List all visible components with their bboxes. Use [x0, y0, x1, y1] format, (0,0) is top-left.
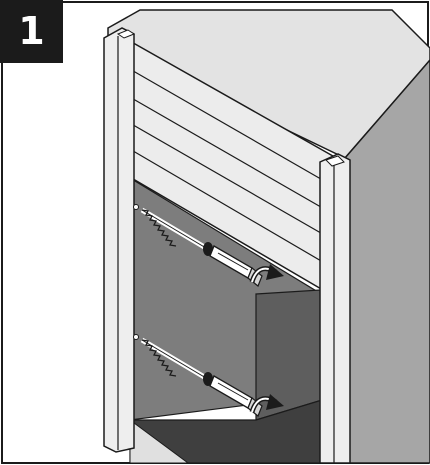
left-rail [103, 27, 136, 453]
shutter-slat-lines [127, 67, 341, 273]
right-rail [319, 153, 351, 464]
wall-plug-icon [209, 375, 263, 417]
step-number-badge: 1 [0, 0, 63, 63]
screw-icon [140, 207, 213, 256]
screw-upper [140, 207, 284, 287]
mounting-hole-lower [133, 334, 139, 340]
mounting-hole-upper [133, 204, 139, 210]
screw-icon [140, 337, 213, 386]
arrow-icon [249, 394, 284, 413]
arrow-icon [249, 264, 284, 283]
screw-lower [140, 337, 284, 417]
